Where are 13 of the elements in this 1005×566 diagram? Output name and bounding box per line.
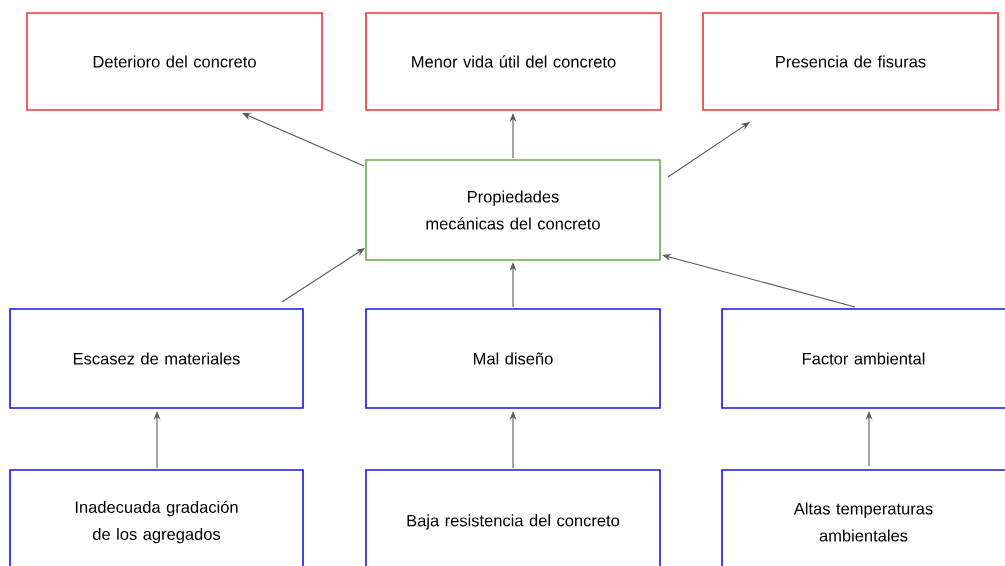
arrow [667,122,750,178]
cause-box: Escasez de materiales [9,308,304,409]
arrow [242,113,365,167]
cause-box: Baja resistencia del concreto [365,469,661,566]
cause-box: Inadecuada gradación de los agregados [9,469,304,566]
arrow [281,248,365,303]
effect-box: Presencia de fisuras [702,12,999,111]
cause-box: Factor ambiental [721,308,1005,409]
problem-box: Propiedades mecánicas del concreto [365,159,661,261]
effect-box: Deterioro del concreto [26,12,323,111]
cause-box: Altas temperaturas ambientales [721,469,1005,566]
cause-box: Mal diseño [365,308,661,409]
effect-box: Menor vida útil del concreto [365,12,662,111]
